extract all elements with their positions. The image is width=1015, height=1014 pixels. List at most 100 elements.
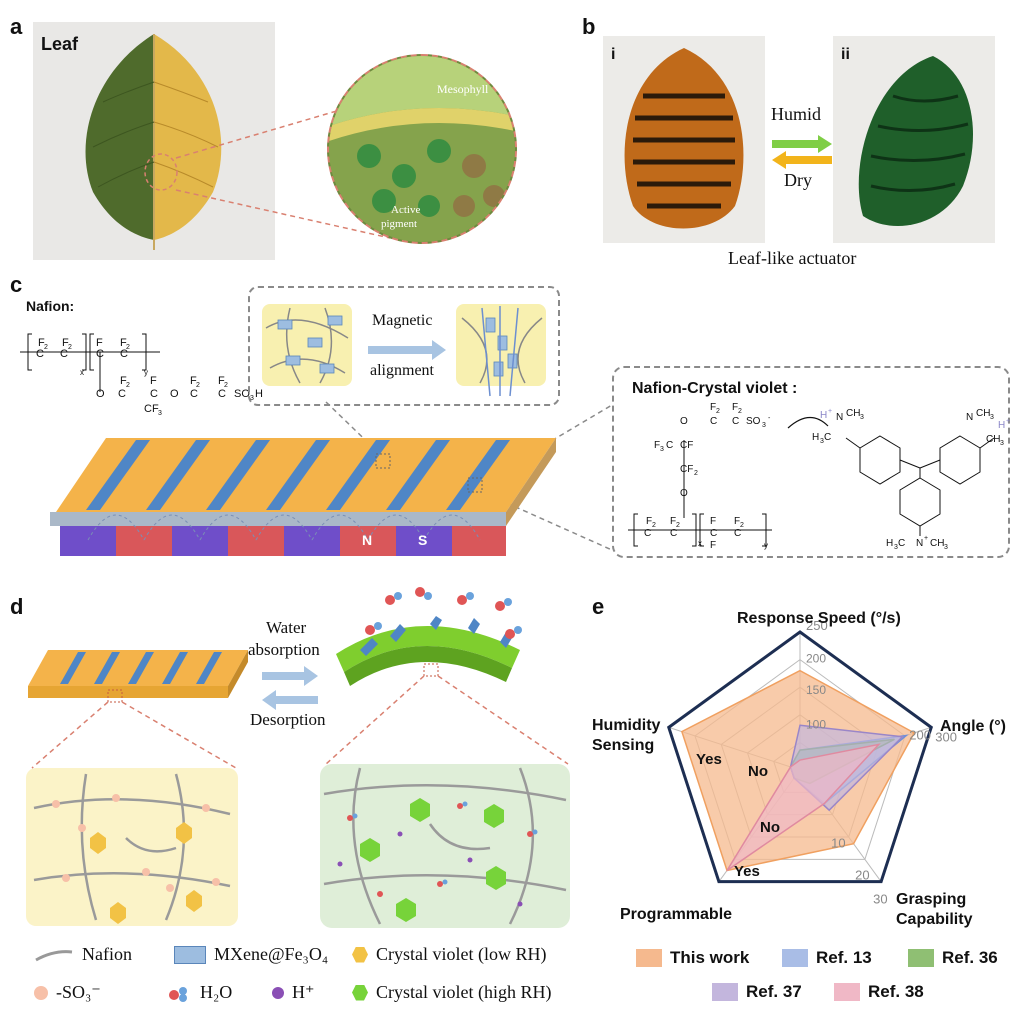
active-pigment-label-2: pigment bbox=[381, 218, 418, 230]
leaf-photo: Leaf bbox=[33, 22, 275, 260]
svg-text:C: C bbox=[150, 388, 158, 400]
svg-text:SO: SO bbox=[746, 416, 761, 427]
this-work-swatch bbox=[636, 949, 662, 967]
svg-text:F: F bbox=[218, 375, 225, 387]
radar-axis-line-3 bbox=[718, 769, 801, 882]
svg-text:H: H bbox=[812, 432, 819, 443]
svg-text:x: x bbox=[698, 539, 702, 548]
svg-text:C: C bbox=[666, 440, 673, 451]
radar-legend-ref36-label: Ref. 36 bbox=[942, 948, 998, 967]
panel-c-letter: c bbox=[10, 272, 23, 297]
svg-text:C: C bbox=[670, 528, 677, 539]
svg-text:-: - bbox=[768, 415, 771, 422]
label-humidity-yes: Yes bbox=[696, 751, 722, 768]
alignment-label: alignment bbox=[370, 362, 434, 379]
svg-text:C: C bbox=[710, 416, 717, 427]
axis-label-humidity: Humidity Sensing bbox=[592, 717, 661, 754]
svg-text:3: 3 bbox=[894, 544, 898, 551]
leaf-actuator-caption: Leaf-like actuator bbox=[728, 248, 857, 268]
so3-swatch bbox=[34, 985, 48, 1000]
svg-text:CF: CF bbox=[680, 464, 693, 475]
legend-hplus: H⁺ bbox=[272, 982, 315, 1003]
magnetic-alignment-box: Magnetic alignment bbox=[248, 286, 560, 406]
svg-text:2: 2 bbox=[694, 470, 698, 477]
svg-text:C: C bbox=[118, 388, 126, 400]
svg-text:H: H bbox=[886, 538, 893, 549]
north-pole-label: N bbox=[362, 532, 373, 548]
svg-text:C: C bbox=[218, 388, 226, 400]
legend-cv-high: Crystal violet (high RH) bbox=[352, 982, 551, 1003]
svg-text:2: 2 bbox=[68, 344, 72, 351]
tick-grasp-1: 20 bbox=[855, 868, 869, 883]
tick-angle-0: 200 bbox=[909, 727, 931, 742]
svg-text:2: 2 bbox=[738, 408, 742, 415]
svg-text:2: 2 bbox=[740, 522, 744, 529]
svg-text:F: F bbox=[710, 540, 716, 551]
radar-series-0 bbox=[680, 669, 916, 872]
svg-text:F: F bbox=[62, 337, 69, 349]
water-absorption-label-2: absorption bbox=[248, 640, 320, 659]
magnetic-label: Magnetic bbox=[372, 312, 433, 329]
radar-legend-ref37-label: Ref. 37 bbox=[746, 982, 802, 1001]
svg-text:O: O bbox=[96, 388, 105, 400]
svg-text:F: F bbox=[710, 516, 716, 527]
ref38-swatch bbox=[834, 983, 860, 1001]
tick-speed-0: 100 bbox=[806, 718, 826, 732]
svg-text:2: 2 bbox=[652, 522, 656, 529]
cv-high-swatch bbox=[352, 984, 368, 1001]
svg-text:3: 3 bbox=[860, 414, 864, 421]
axis-label-grasping-1: Grasping Capability bbox=[896, 891, 973, 928]
svg-text:O: O bbox=[680, 416, 688, 427]
svg-text:2: 2 bbox=[716, 408, 720, 415]
svg-text:3: 3 bbox=[990, 414, 994, 421]
svg-text:2: 2 bbox=[676, 522, 680, 529]
legend-so3: -SO₃⁻ bbox=[34, 982, 101, 1003]
svg-text:O: O bbox=[680, 488, 688, 499]
radar-series-4 bbox=[726, 743, 881, 872]
actuator-dry-illustration bbox=[624, 48, 744, 229]
radar-legend-ref13-label: Ref. 13 bbox=[816, 948, 872, 967]
legend-h2o-label: H₂O bbox=[200, 982, 233, 1002]
svg-text:CF: CF bbox=[680, 440, 693, 451]
svg-text:+: + bbox=[828, 408, 832, 415]
svg-text:+: + bbox=[924, 535, 928, 542]
label-programmable-yes: Yes bbox=[734, 863, 760, 880]
desorption-label: Desorption bbox=[250, 710, 326, 729]
svg-text:3: 3 bbox=[944, 544, 948, 551]
panel-e-letter: e bbox=[592, 594, 605, 619]
svg-text:C: C bbox=[36, 348, 44, 360]
legend-h2o: H₂O bbox=[166, 982, 232, 1003]
svg-text:F: F bbox=[734, 516, 740, 527]
svg-text:C: C bbox=[710, 528, 717, 539]
leaf-label: Leaf bbox=[41, 34, 79, 54]
radar-legend-ref38-label: Ref. 38 bbox=[868, 982, 924, 1001]
low-rh-network bbox=[26, 768, 238, 926]
svg-text:C: C bbox=[824, 432, 831, 443]
svg-text:2: 2 bbox=[44, 344, 48, 351]
panel-d-letter: d bbox=[10, 594, 24, 619]
legend-mxene-label: MXene@Fe₃O₄ bbox=[214, 944, 329, 964]
radar-legend-ref38: Ref. 38 bbox=[834, 982, 924, 1002]
radar-grid-ring-3 bbox=[694, 658, 906, 860]
svg-text:F: F bbox=[150, 375, 157, 387]
dry-label: Dry bbox=[784, 170, 812, 190]
svg-text:F: F bbox=[120, 337, 127, 349]
legend-mxene: MXene@Fe₃O₄ bbox=[174, 944, 328, 965]
mesophyll-zoom: Mesophyll Active pigment bbox=[327, 54, 517, 244]
legend-so3-label: -SO₃⁻ bbox=[56, 982, 101, 1002]
svg-text:H: H bbox=[998, 420, 1005, 431]
axis-label-response-speed: Response Speed (°/s) bbox=[737, 610, 901, 627]
svg-text:CH: CH bbox=[976, 408, 990, 419]
svg-text:2: 2 bbox=[224, 382, 228, 389]
svg-text:2: 2 bbox=[196, 382, 200, 389]
svg-text:F: F bbox=[38, 337, 45, 349]
svg-text:y: y bbox=[144, 368, 148, 377]
svg-text:x: x bbox=[80, 368, 84, 377]
radar-legend-ref13: Ref. 13 bbox=[782, 948, 872, 968]
svg-text:y: y bbox=[764, 541, 768, 550]
network-illustration bbox=[265, 306, 543, 397]
humid-label: Humid bbox=[771, 104, 822, 124]
svg-text:C: C bbox=[190, 388, 198, 400]
